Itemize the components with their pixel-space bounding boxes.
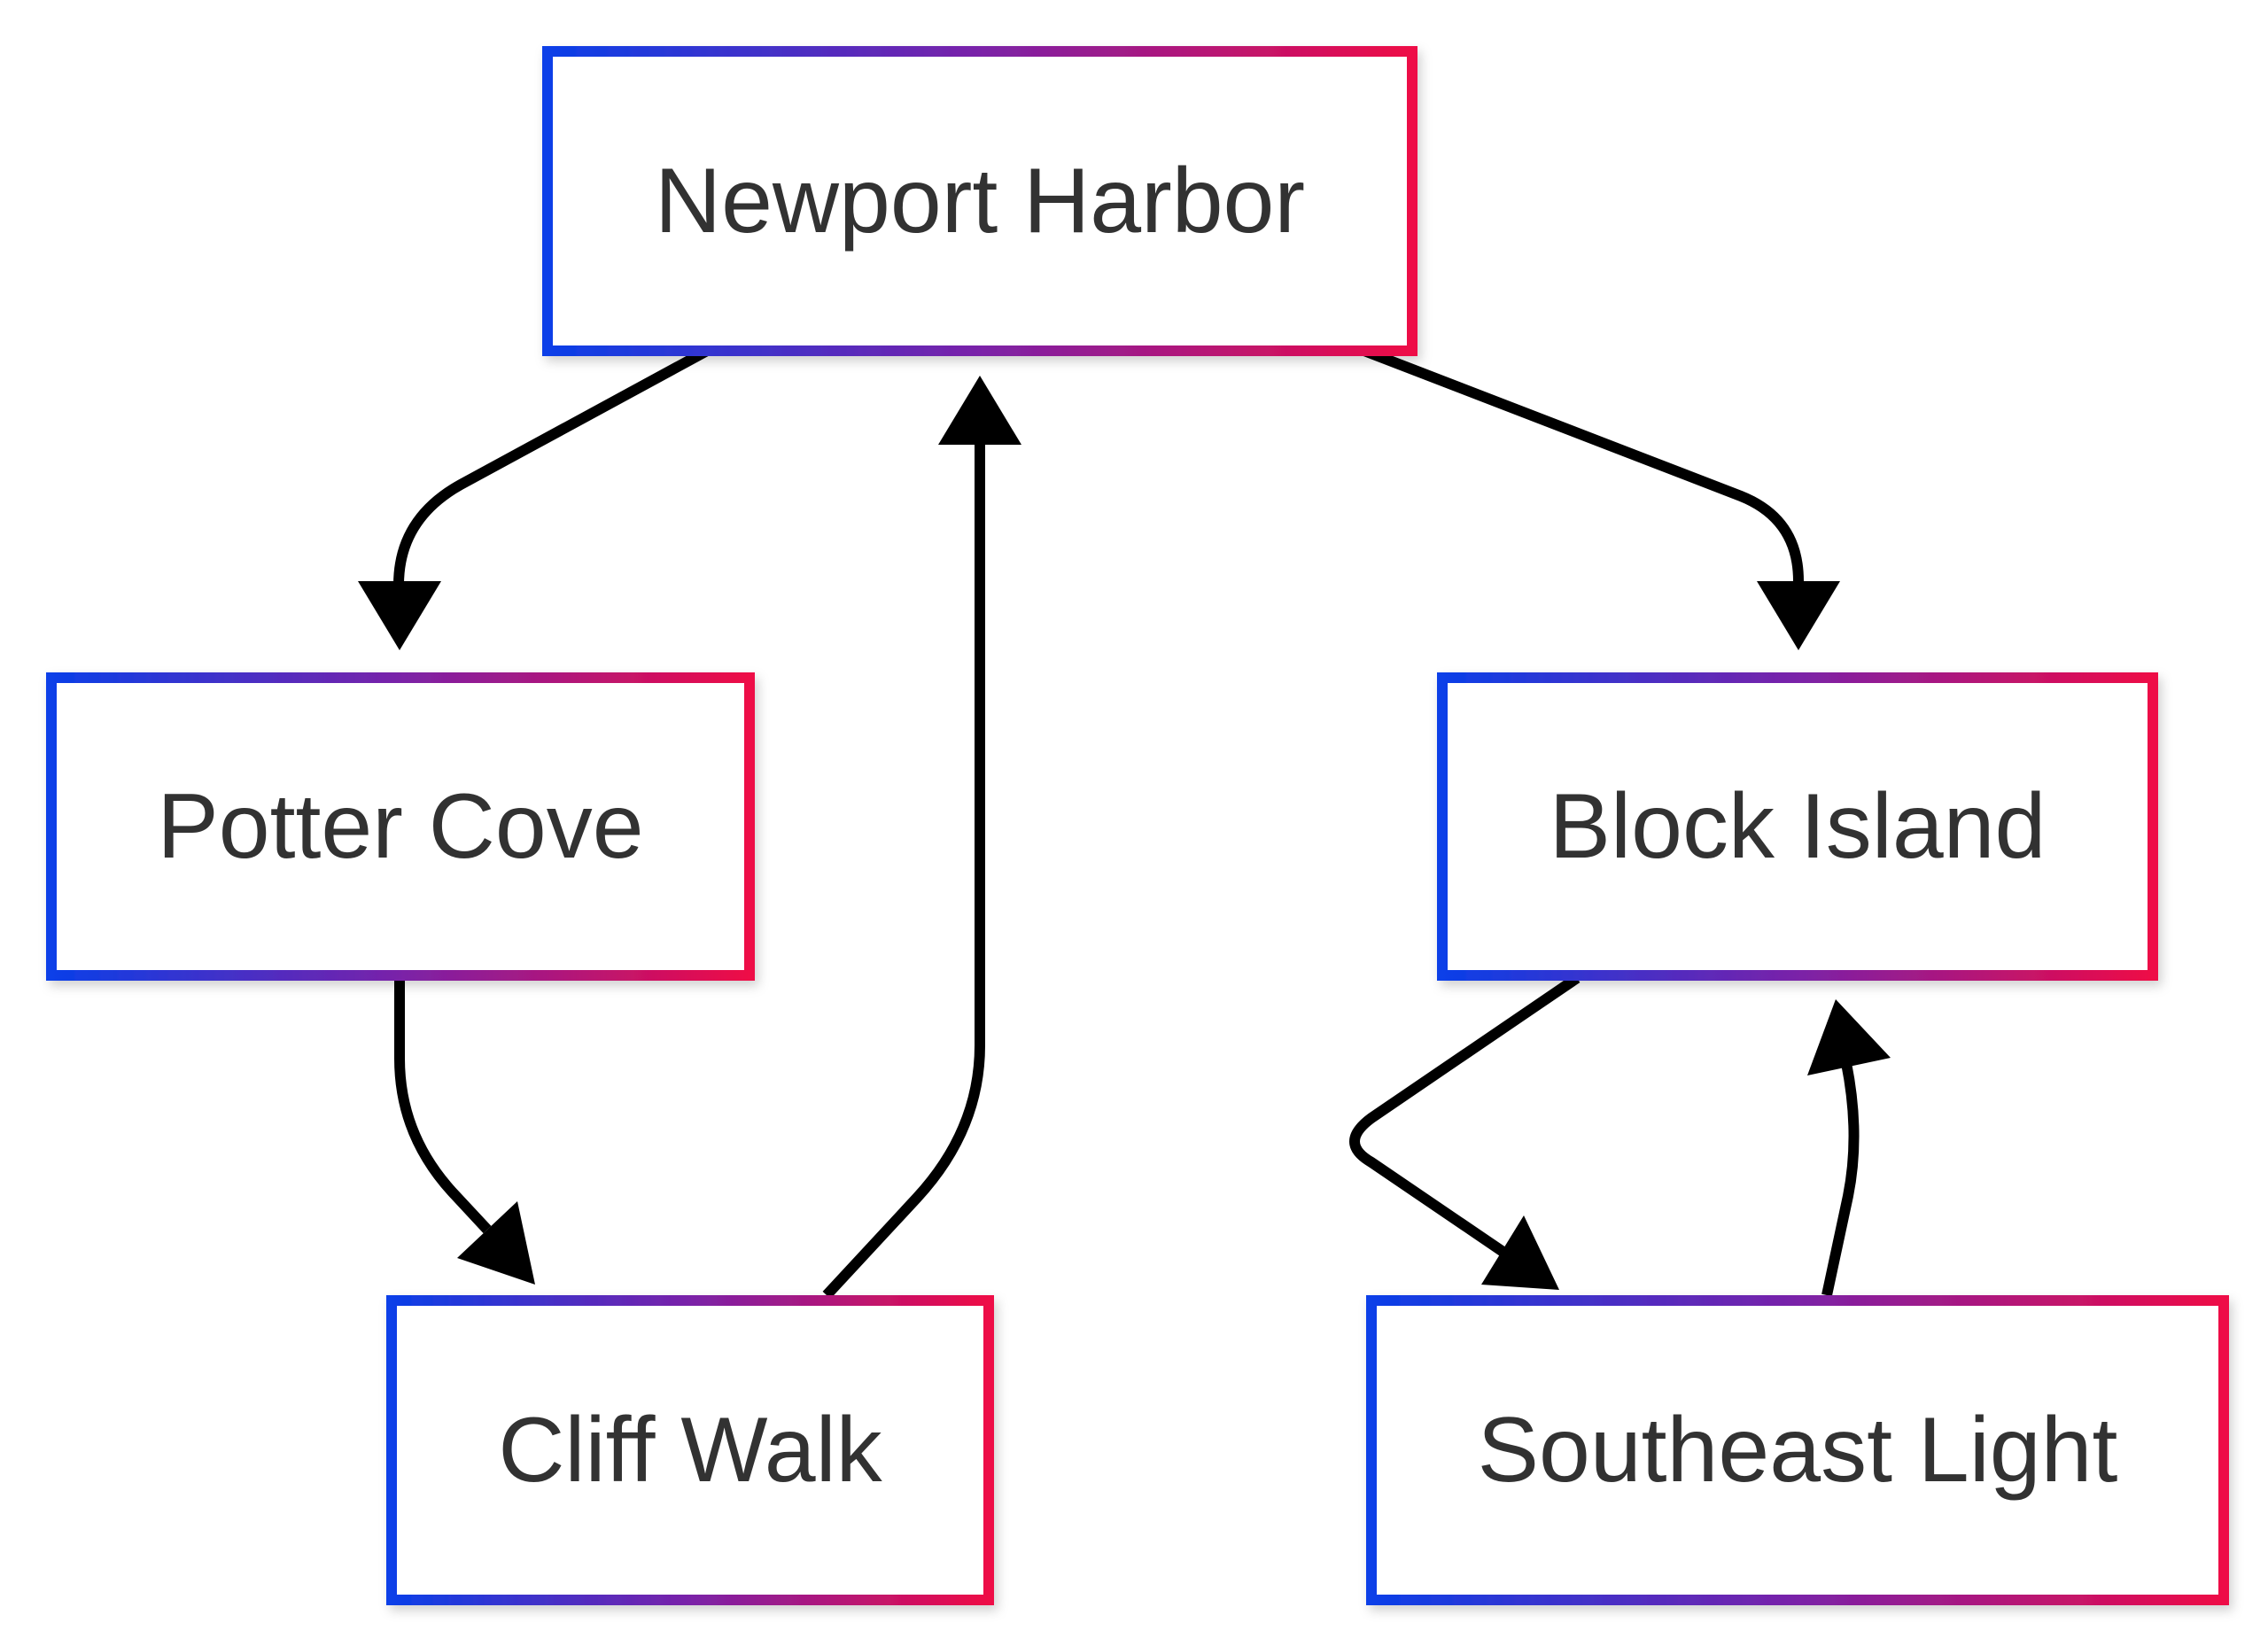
- edge-block-island-to-southeast-light: [1349, 974, 1581, 1257]
- node-box: [1366, 1295, 2229, 1605]
- edge-newport-harbor-to-block-island: [1362, 346, 1804, 602]
- edge-newport-harbor-to-potter-cove: [393, 346, 710, 602]
- edge-potter-cove-to-cliff-walk: [394, 981, 492, 1234]
- node-block-island[interactable]: Block Island: [1437, 672, 2158, 981]
- node-box: [1437, 672, 2158, 981]
- node-box: [386, 1295, 994, 1605]
- node-label: Block Island: [1550, 775, 2047, 878]
- arrowhead-southeast-light: [1481, 1215, 1559, 1290]
- node-label: Cliff Walk: [498, 1399, 882, 1502]
- edges: [358, 346, 1891, 1300]
- arrowhead-block-island-return: [1807, 999, 1891, 1075]
- arrowhead-cliff-walk: [457, 1201, 535, 1285]
- node-label: Newport Harbor: [655, 150, 1305, 252]
- node-box: [542, 46, 1418, 356]
- arrowhead-block-island: [1757, 581, 1840, 650]
- node-newport-harbor[interactable]: Newport Harbor: [542, 46, 1418, 356]
- edge-cliff-walk-to-newport-harbor: [822, 436, 985, 1300]
- node-southeast-light[interactable]: Southeast Light: [1366, 1295, 2229, 1605]
- node-potter-cove[interactable]: Potter Cove: [46, 672, 755, 981]
- node-cliff-walk[interactable]: Cliff Walk: [386, 1295, 994, 1605]
- arrowhead-potter-cove: [358, 581, 441, 650]
- node-label: Potter Cove: [157, 775, 643, 878]
- node-label: Southeast Light: [1478, 1399, 2118, 1502]
- arrowhead-newport-harbor: [938, 376, 1021, 445]
- node-box: [46, 672, 755, 981]
- edge-southeast-light-to-block-island: [1821, 1061, 1860, 1297]
